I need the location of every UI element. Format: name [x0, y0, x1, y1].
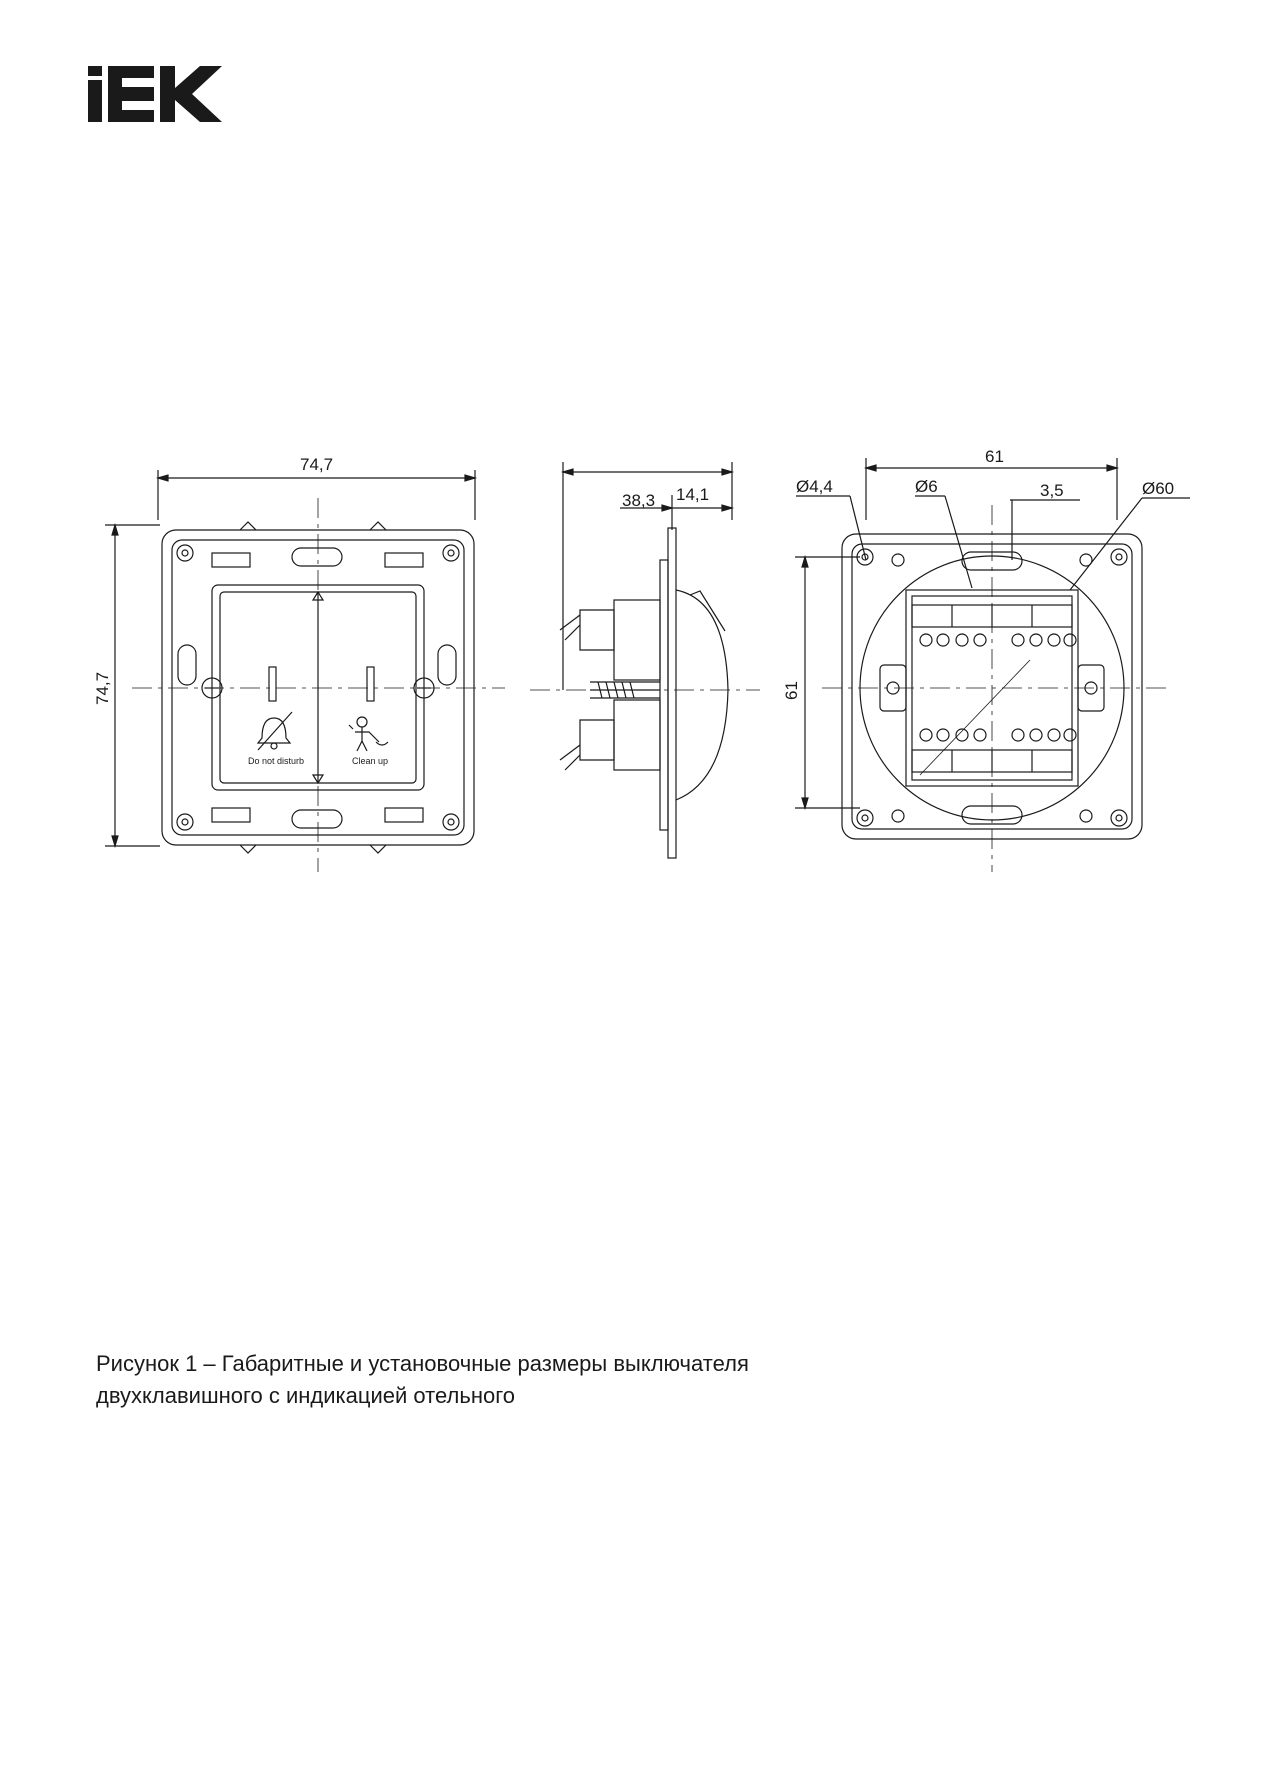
front-width-label: 74,7 — [300, 455, 333, 474]
rear-view: 61 61 Ø4,4 Ø6 3,5 Ø60 — [782, 447, 1190, 872]
bell-crossed-icon — [256, 711, 293, 751]
caption-line-2: двухклавишного с индикацией отельного — [96, 1383, 515, 1408]
side-depth-front-label: 14,1 — [676, 485, 709, 504]
caption-line-1: Рисунок 1 – Габаритные и установочные ра… — [96, 1351, 749, 1376]
screw-hole-diameter-label: Ø6 — [915, 477, 938, 496]
right-key-label: Clean up — [352, 756, 388, 766]
front-view: 74,7 74,7 — [93, 455, 505, 872]
front-height-label: 74,7 — [93, 672, 112, 705]
rear-height-label: 61 — [782, 681, 801, 700]
cleaning-person-icon — [348, 716, 389, 752]
left-key-label: Do not disturb — [248, 756, 304, 766]
iek-logo — [88, 66, 228, 122]
rear-width-label: 61 — [985, 447, 1004, 466]
technical-drawing: 74,7 74,7 — [93, 447, 1190, 872]
side-depth-total-label: 38,3 — [622, 491, 655, 510]
hole-diameter-label: Ø4,4 — [796, 477, 833, 496]
side-view: 38,3 14,1 — [530, 462, 760, 859]
offset-label: 3,5 — [1040, 481, 1064, 500]
iek-logo-mark — [88, 66, 222, 122]
figure-caption: Рисунок 1 – Габаритные и установочные ра… — [96, 1348, 996, 1412]
box-diameter-label: Ø60 — [1142, 479, 1174, 498]
